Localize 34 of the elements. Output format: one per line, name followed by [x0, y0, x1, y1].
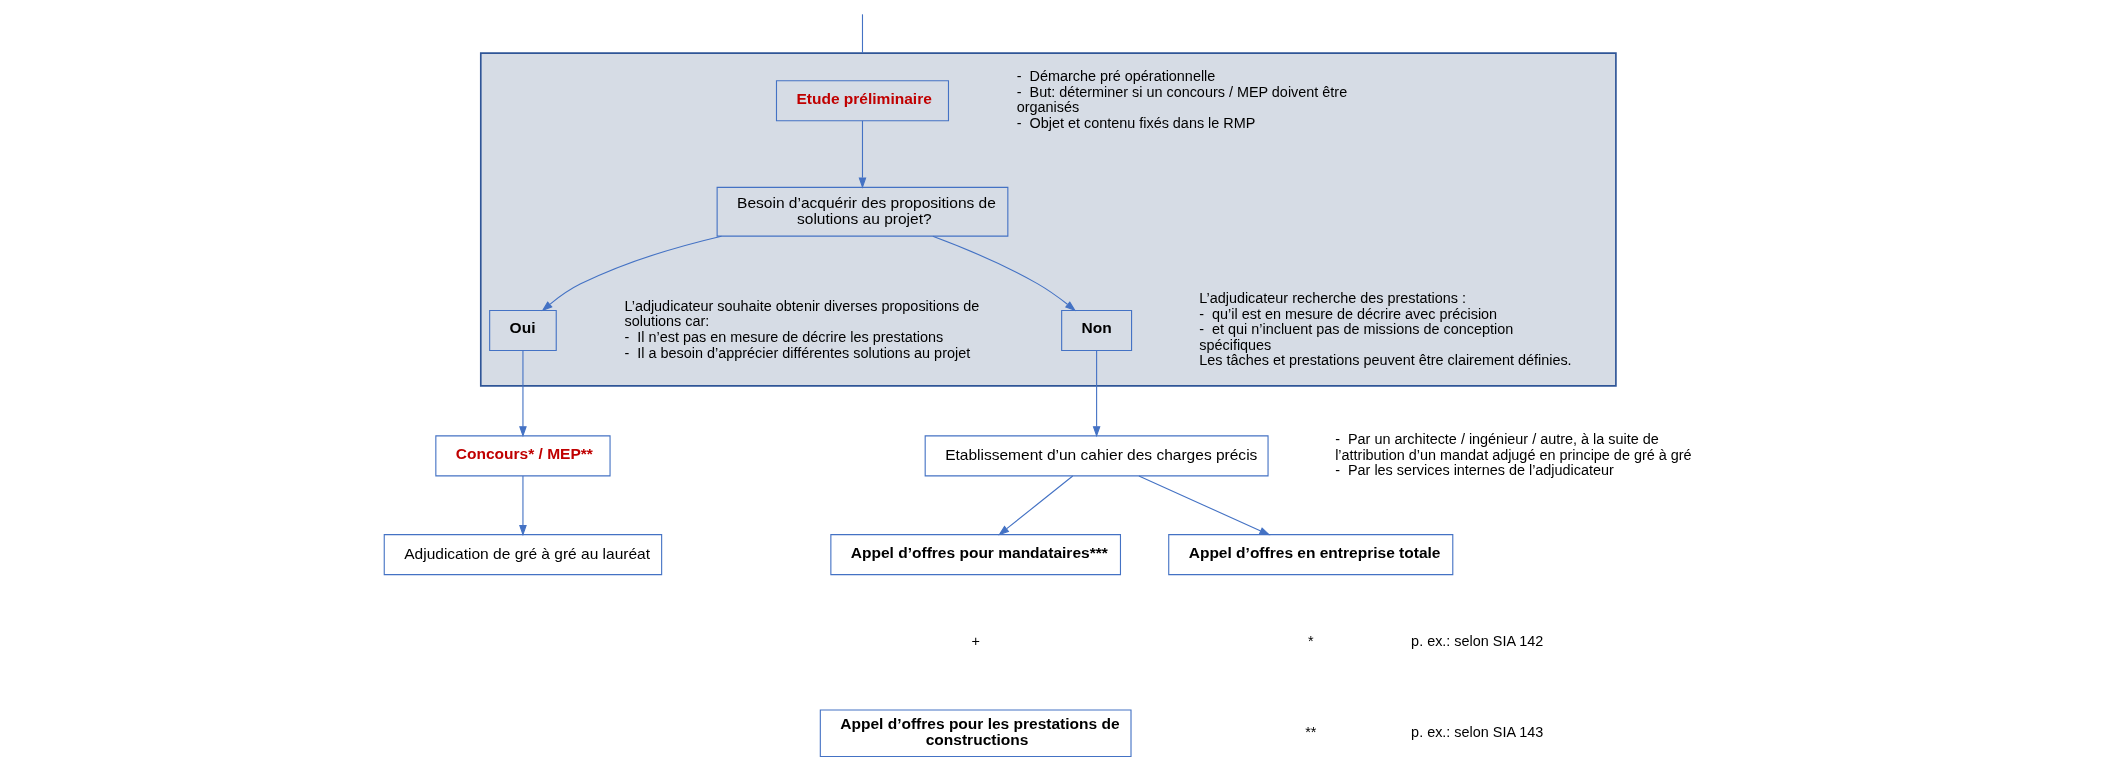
node-box: Oui: [488, 309, 557, 351]
node-box: Appel d’offres en entreprise totale: [1167, 533, 1453, 575]
label: p. ex.: selon SIA 142: [1410, 632, 1543, 649]
node-box: Etude préliminaire: [775, 79, 949, 121]
node-label: - But: déterminer si un concours / MEP doivent être organisés: [1016, 83, 1347, 115]
arrow: [997, 475, 1073, 535]
node-box: Non: [1060, 309, 1132, 351]
cluster: [479, 51, 1617, 387]
arrow: [858, 119, 866, 189]
node-label: - Par un architecte / ingénieur / autre, à la suite de l’attribution d’un mandat adjugé en principe de gré à gré: [1334, 430, 1692, 463]
node-label: - Démarche pré opérationnelle: [1016, 67, 1215, 84]
connector: [861, 13, 863, 54]
label: *: [1307, 632, 1314, 649]
label: **: [1304, 723, 1316, 740]
label: p. ex.: selon SIA 143: [1410, 723, 1543, 740]
node-box: Appel d’offres pour mandataires***: [829, 533, 1121, 575]
arrow: [931, 235, 1076, 311]
node-box: Appel d’offres pour les prestations de constructions: [819, 708, 1132, 757]
arrow: [518, 349, 527, 437]
node-box: Concours* / MEP**: [434, 434, 611, 476]
arrow: [1137, 475, 1270, 535]
node-label: - Objet et contenu fixés dans le RMP: [1016, 114, 1255, 131]
node-label: - Il a besoin d’apprécier différentes solutions au projet: [623, 344, 970, 361]
arrow: [1092, 349, 1100, 437]
node-box: Besoin d’acquérir des propositions de solutions au projet?: [716, 186, 1008, 237]
node-box: Etablissement d’un cahier des charges précis: [924, 434, 1269, 476]
label: +: [970, 632, 980, 649]
arrow: [541, 235, 722, 311]
arrow: [518, 475, 527, 536]
node-label: - qu’il est en mesure de décrire avec précision: [1198, 305, 1497, 322]
node-label: L’adjudicateur souhaite obtenir diverses propositions de solutions car:: [623, 297, 979, 329]
node-box: Adjudication de gré à gré au lauréat: [383, 533, 662, 575]
node-label: L’adjudicateur recherche des prestations :: [1198, 289, 1466, 306]
node-label: - Il n’est pas en mesure de décrire les prestations: [623, 328, 943, 345]
